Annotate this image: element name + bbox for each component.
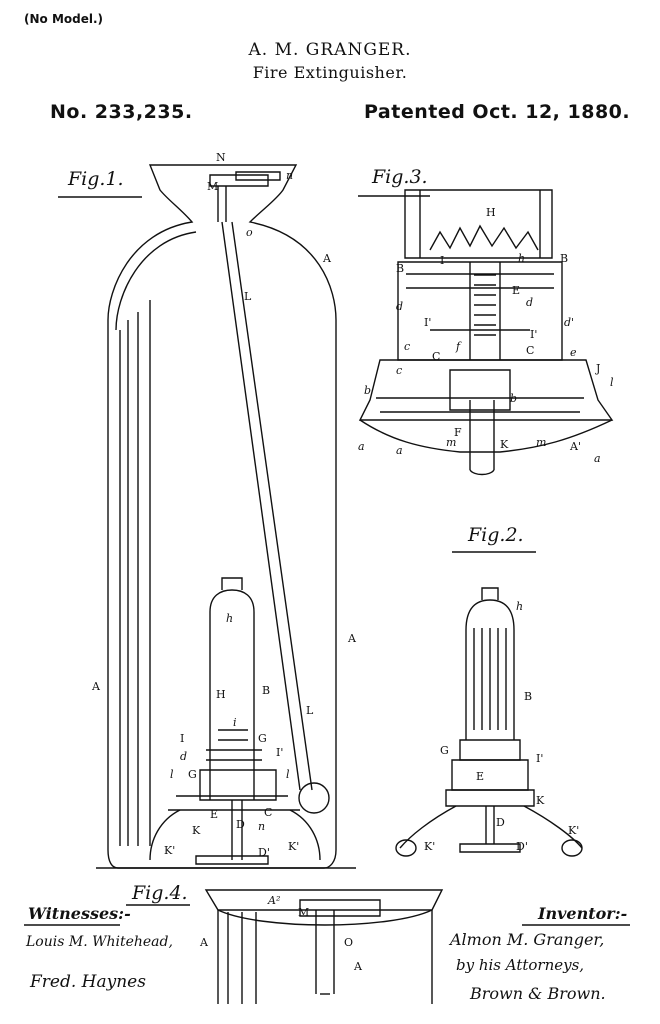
fig2-title: Fig.2.	[468, 524, 524, 546]
fig2-label: K'	[424, 840, 436, 853]
fig3-label: d'	[564, 316, 575, 329]
witness-signature-1: Louis M. Whitehead,	[26, 934, 173, 950]
fig2-drawing	[395, 551, 583, 857]
fig3-label: h	[518, 252, 526, 265]
fig4-label: A	[354, 960, 362, 973]
fig3-label: a	[594, 452, 601, 465]
fig3-label: H	[486, 206, 496, 219]
fig3-label: C	[432, 350, 441, 363]
attorney-line: by his Attorneys,	[456, 956, 585, 974]
fig1-label: G	[188, 768, 197, 781]
fig1-label: K	[192, 824, 201, 837]
fig3-label: d	[396, 300, 404, 313]
fig3-label: F	[454, 426, 462, 439]
inventor-signature: Almon M. Granger,	[450, 930, 605, 949]
fig1-title: Fig.1.	[68, 168, 124, 190]
fig2-label: I'	[536, 752, 544, 765]
fig3-label: B	[396, 262, 405, 275]
patent-date: Patented Oct. 12, 1880.	[364, 101, 631, 123]
fig3-label: b	[510, 392, 518, 405]
fig1-label: I	[180, 732, 185, 745]
fig1-label: E	[210, 808, 219, 821]
fig1-label: K'	[164, 844, 176, 857]
fig1-label: l	[286, 768, 290, 781]
fig3-label: m	[446, 436, 457, 449]
fig2-label: K'	[568, 824, 580, 837]
fig1-label: A	[323, 252, 331, 265]
fig2-label: B	[524, 690, 533, 703]
fig3-label: e	[570, 346, 577, 359]
fig3-label: I'	[530, 328, 538, 341]
witnesses-heading: Witnesses:-	[28, 904, 131, 923]
fig1-label: K'	[288, 840, 300, 853]
fig3-label: A'	[570, 440, 581, 453]
fig1-label: M	[207, 180, 219, 193]
fig3-label: m	[536, 436, 547, 449]
fig1-label: D	[236, 818, 245, 831]
fig4-label: M	[298, 906, 310, 919]
patent-number: No. 233,235.	[50, 101, 193, 123]
fig4-title: Fig.4.	[132, 882, 188, 904]
invention-title: Fire Extinguisher.	[252, 63, 408, 82]
fig1-label: n	[258, 820, 266, 833]
fig2-label: G	[440, 744, 449, 757]
fig4-drawing	[126, 889, 444, 1004]
fig2-label: D	[496, 816, 505, 829]
fig1-label: n	[286, 169, 294, 182]
fig2-label: D'	[516, 840, 528, 853]
fig3-drawing	[358, 189, 614, 476]
witness-signature-2: Fred. Haynes	[30, 972, 146, 992]
fig3-label: a	[396, 444, 403, 457]
fig3-label: J	[596, 362, 601, 375]
fig2-label: E	[476, 770, 485, 783]
fig4-label: O	[344, 936, 354, 949]
fig1-label: d	[180, 750, 188, 763]
fig1-label: h	[226, 612, 234, 625]
fig1-drawing	[58, 164, 356, 869]
fig1-label: L	[306, 704, 314, 717]
fig3-label: C	[526, 344, 535, 357]
fig1-label: i	[233, 716, 237, 729]
fig1-label: I'	[276, 746, 284, 759]
fig1-label: L	[244, 290, 252, 303]
fig3-label: K	[500, 438, 509, 451]
fig2-label: K	[536, 794, 545, 807]
fig1-label: o	[246, 226, 253, 239]
fig3-label: E	[512, 284, 521, 297]
fig1-label: C	[264, 806, 273, 819]
fig4-label: A²	[268, 894, 281, 907]
inventor-name-heading: A. M. GRANGER.	[248, 40, 412, 60]
fig3-label: c	[396, 364, 403, 377]
fig3-label: I	[440, 254, 445, 267]
fig1-label: D'	[258, 846, 270, 859]
no-model-note: (No Model.)	[24, 12, 104, 26]
fig3-label: c	[404, 340, 411, 353]
attorney-names: Brown & Brown.	[470, 984, 606, 1003]
fig4-label: A	[200, 936, 208, 949]
fig1-label: l	[170, 768, 174, 781]
fig3-label: I'	[424, 316, 432, 329]
fig1-label: A	[348, 632, 356, 645]
fig1-label: B	[262, 684, 271, 697]
fig3-label: B	[560, 252, 569, 265]
fig3-label: l	[610, 376, 614, 389]
inventor-heading: Inventor:-	[538, 904, 628, 923]
fig1-label: H	[216, 688, 226, 701]
fig3-label: d	[526, 296, 534, 309]
fig1-label: N	[216, 151, 226, 164]
fig3-label: b	[364, 384, 372, 397]
fig2-label: h	[516, 600, 524, 613]
fig1-label: A	[92, 680, 100, 693]
fig3-title: Fig.3.	[372, 166, 428, 188]
fig1-label: G	[258, 732, 267, 745]
fig3-label: a	[358, 440, 365, 453]
fig3-label: f	[456, 340, 461, 353]
